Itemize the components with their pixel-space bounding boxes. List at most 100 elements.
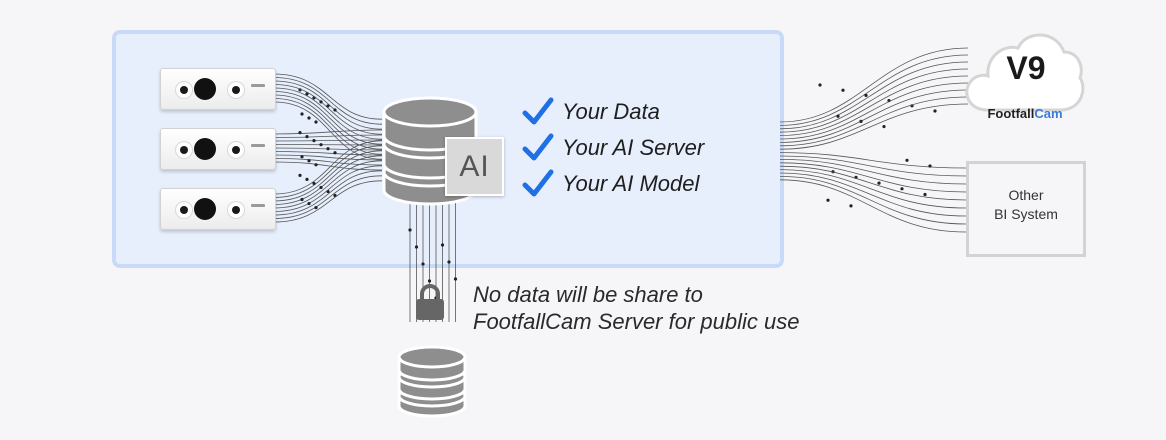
flow-line	[273, 139, 383, 142]
check-icon	[522, 133, 554, 161]
flow-line	[273, 160, 383, 209]
flow-dot	[453, 277, 458, 281]
flow-line	[779, 162, 967, 193]
flow-dot	[298, 131, 302, 135]
flow-dot	[326, 147, 330, 151]
flow-line	[273, 80, 383, 130]
flow-dot	[298, 173, 302, 177]
camera-icon	[160, 128, 276, 170]
flow-dot	[300, 155, 304, 159]
flow-dot	[414, 245, 419, 249]
other-bi-box	[966, 161, 1086, 257]
flow-dot	[326, 104, 330, 108]
flow-line	[273, 175, 383, 219]
flow-line	[779, 152, 967, 169]
flow-line	[273, 73, 383, 120]
flow-line	[273, 154, 383, 161]
flow-line	[779, 54, 969, 126]
flow-line	[273, 94, 383, 150]
flow-dot	[818, 83, 822, 87]
flow-line	[273, 150, 383, 202]
flow-dot	[307, 201, 311, 206]
camera-icon	[160, 188, 276, 230]
flow-line	[273, 77, 383, 125]
flow-dot	[421, 262, 425, 266]
flow-dot	[900, 187, 904, 191]
flow-line	[779, 47, 969, 123]
flow-line	[779, 103, 969, 150]
flow-dot	[312, 139, 316, 143]
ai-badge: AI	[445, 137, 504, 196]
flow-dot	[300, 112, 304, 116]
flow-line	[779, 75, 969, 136]
flow-dot	[333, 151, 337, 155]
check-icon	[522, 97, 554, 125]
flow-dot	[836, 114, 840, 118]
checklist-label: Your AI Server	[562, 135, 705, 160]
flow-line	[779, 159, 967, 185]
flow-dot	[841, 88, 845, 92]
cloud-icon	[965, 33, 1085, 112]
flow-line	[273, 151, 383, 156]
flow-dot	[307, 159, 311, 163]
flow-line	[273, 87, 383, 140]
check-icon	[522, 169, 554, 197]
flow-line	[273, 140, 383, 195]
flow-line	[273, 134, 383, 138]
flow-line	[273, 144, 383, 146]
flow-dot	[877, 181, 881, 185]
flow-line	[779, 96, 969, 147]
flow-line	[273, 101, 383, 160]
flow-dot	[427, 279, 432, 283]
flow-dot	[305, 135, 309, 139]
flow-line	[273, 98, 383, 155]
database-icon	[397, 345, 467, 418]
flow-line	[273, 165, 383, 212]
flow-dot	[440, 243, 445, 247]
flow-line	[273, 84, 383, 135]
flow-dot	[319, 143, 323, 147]
flow-dot	[314, 120, 318, 124]
checklist-item: Your AI Model	[522, 167, 699, 201]
flow-dot	[319, 100, 323, 104]
flow-dot	[312, 181, 316, 186]
flow-line	[273, 158, 383, 166]
flow-line	[273, 161, 383, 171]
checklist-label: Your Data	[562, 99, 660, 124]
checklist-item: Your Data	[522, 95, 660, 129]
flow-line	[273, 155, 383, 205]
flow-dot	[319, 185, 323, 190]
flow-dot	[859, 119, 863, 123]
flow-line	[273, 180, 383, 223]
flow-dot	[923, 192, 927, 197]
checklist-label: Your AI Model	[562, 171, 700, 196]
flow-line	[779, 169, 967, 209]
checklist-item: Your AI Server	[522, 131, 704, 165]
flow-line	[273, 170, 383, 216]
flow-dot	[307, 116, 311, 120]
flow-dot	[300, 197, 304, 202]
flow-dot	[408, 228, 412, 232]
flow-dot	[447, 260, 451, 264]
flow-line	[779, 61, 969, 130]
flow-dot	[864, 93, 868, 97]
flow-dot	[305, 177, 309, 182]
flow-line	[273, 145, 383, 198]
flow-dot	[314, 205, 318, 210]
flow-line	[779, 68, 969, 133]
flow-line	[273, 129, 383, 135]
flow-dot	[933, 109, 937, 113]
camera-icon	[160, 68, 276, 110]
flow-dot	[928, 164, 932, 168]
flow-line	[779, 89, 969, 143]
lock-icon	[416, 284, 444, 320]
flow-line	[779, 172, 967, 217]
cloud-brand: FootfallCam	[987, 106, 1063, 121]
flow-dot	[314, 163, 318, 167]
privacy-note: No data will be share to FootfallCam Ser…	[473, 282, 800, 334]
flow-line	[779, 155, 967, 177]
flow-dot	[882, 125, 886, 129]
flow-line	[779, 165, 967, 201]
